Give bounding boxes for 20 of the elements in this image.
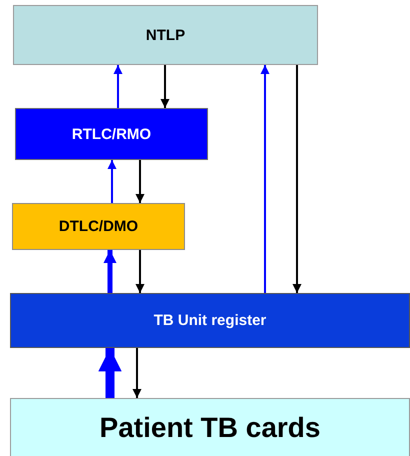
arrow — [292, 65, 302, 293]
box-label: RTLC/RMO — [72, 126, 152, 142]
process-box — [15, 108, 208, 160]
process-box — [13, 5, 318, 65]
arrow — [114, 65, 122, 108]
box-label: NTLP — [146, 26, 186, 44]
process-box — [12, 203, 185, 250]
arrow — [98, 348, 122, 398]
arrow — [160, 65, 170, 108]
arrow — [260, 65, 270, 293]
process-box — [10, 293, 410, 348]
box-label: DTLC/DMO — [58, 218, 138, 235]
box-label: TB Unit register — [154, 312, 266, 329]
arrow — [108, 160, 116, 203]
box-label: Patient TB cards — [100, 412, 320, 444]
arrow — [104, 250, 116, 293]
process-box — [10, 398, 410, 456]
arrow — [136, 160, 144, 203]
arrow — [132, 348, 142, 398]
arrow — [136, 250, 144, 293]
